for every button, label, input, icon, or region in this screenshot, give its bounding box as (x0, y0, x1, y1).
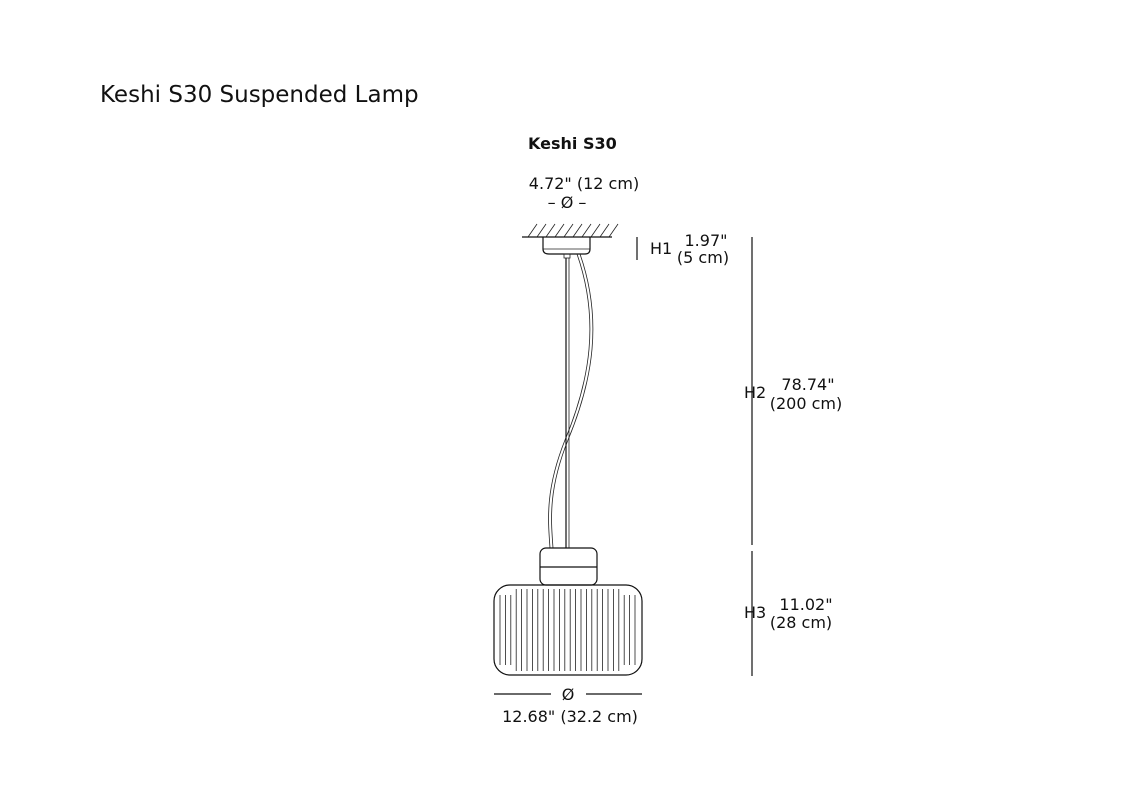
canopy (542, 237, 591, 255)
page-title: Keshi S30 Suspended Lamp (100, 82, 419, 108)
h3-cm: (28 cm) (770, 613, 832, 632)
h1-label: H1 (650, 239, 672, 258)
h3-inches: 11.02" (779, 595, 832, 614)
canopy-diameter-symbol: – Ø – (548, 193, 587, 212)
ceiling-hatch (522, 223, 619, 238)
power-cable (548, 253, 591, 549)
h2-label: H2 (744, 383, 766, 402)
lamp-shade (493, 584, 643, 676)
h1-inches: 1.97" (685, 231, 728, 250)
model-label: Keshi S30 (528, 134, 617, 153)
h1-cm: (5 cm) (677, 248, 729, 267)
shade-diameter-value: 12.68" (32.2 cm) (502, 707, 638, 726)
shade-diameter-symbol: Ø (562, 685, 575, 704)
h2-inches: 78.74" (781, 375, 834, 394)
canopy-diameter-value: 4.72" (12 cm) (529, 174, 639, 193)
h2-cm: (200 cm) (770, 394, 843, 413)
h3-label: H3 (744, 603, 766, 622)
